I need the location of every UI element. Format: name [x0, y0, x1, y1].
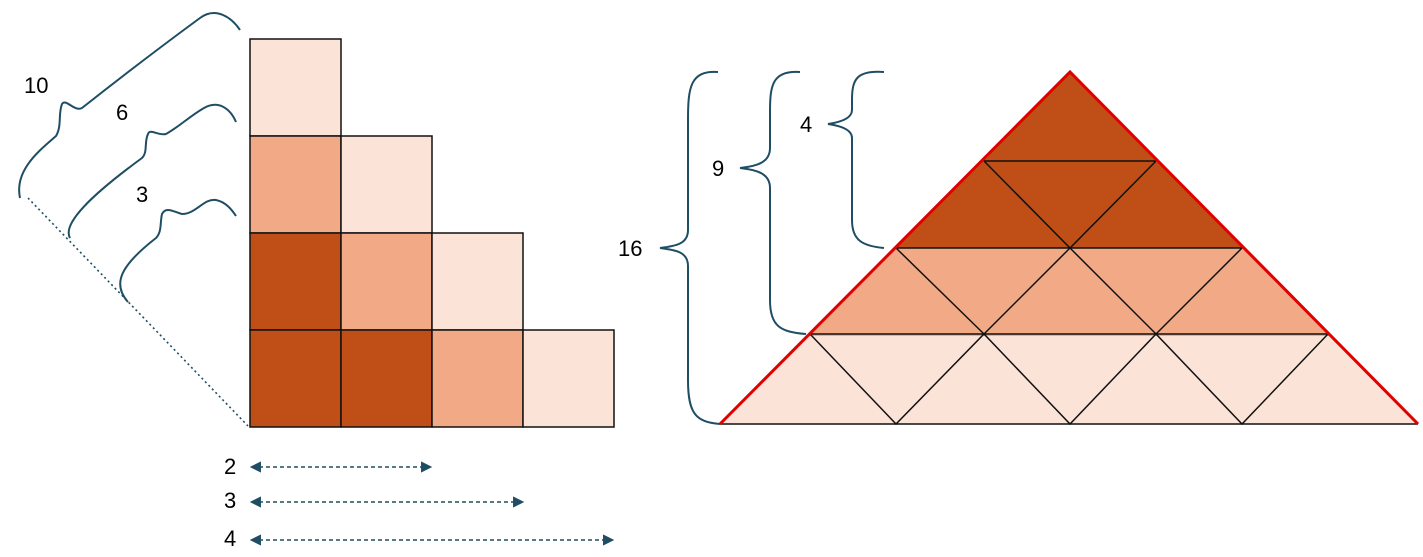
staircase-square	[249, 135, 342, 234]
pyramid-brace-9	[739, 70, 807, 335]
width-label-4: 4	[224, 526, 236, 551]
staircase-diagonal	[27, 197, 249, 427]
staircase-square	[340, 135, 433, 234]
staircase-square	[431, 329, 524, 428]
brace-label-3: 3	[136, 182, 148, 207]
staircase-squares	[249, 38, 615, 428]
pyramid-brace-4	[827, 70, 885, 249]
pyramid-label-4: 4	[800, 112, 812, 137]
pyramid-brace-16	[659, 70, 721, 425]
brace-small	[119, 198, 237, 303]
staircase-square	[340, 232, 433, 331]
staircase-square	[249, 38, 342, 137]
pyramid-label-16: 16	[618, 236, 642, 261]
staircase-square	[249, 329, 342, 428]
staircase-square	[249, 232, 342, 331]
brace-medium	[67, 103, 237, 239]
pyramid-band	[808, 248, 1332, 336]
staircase-square	[340, 329, 433, 428]
pyramid-band	[982, 72, 1158, 160]
pyramid-bands	[721, 72, 1419, 424]
pyramid-label-9: 9	[712, 156, 724, 181]
pyramid-band	[895, 160, 1245, 248]
staircase-square	[431, 232, 524, 331]
pyramid-diagram: 16 9 4	[618, 69, 1420, 426]
staircase-square	[522, 329, 615, 428]
pyramid-band	[721, 336, 1419, 424]
brace-large	[18, 12, 241, 199]
width-label-3: 3	[224, 488, 236, 513]
pyramid-grid-lines	[720, 160, 1418, 426]
pyramid-outline	[718, 69, 1420, 426]
brace-label-6: 6	[116, 100, 128, 125]
width-label-2: 2	[224, 454, 236, 479]
brace-label-10: 10	[24, 73, 48, 98]
staircase-diagram: 10 6 3 2 3 4	[18, 12, 615, 551]
